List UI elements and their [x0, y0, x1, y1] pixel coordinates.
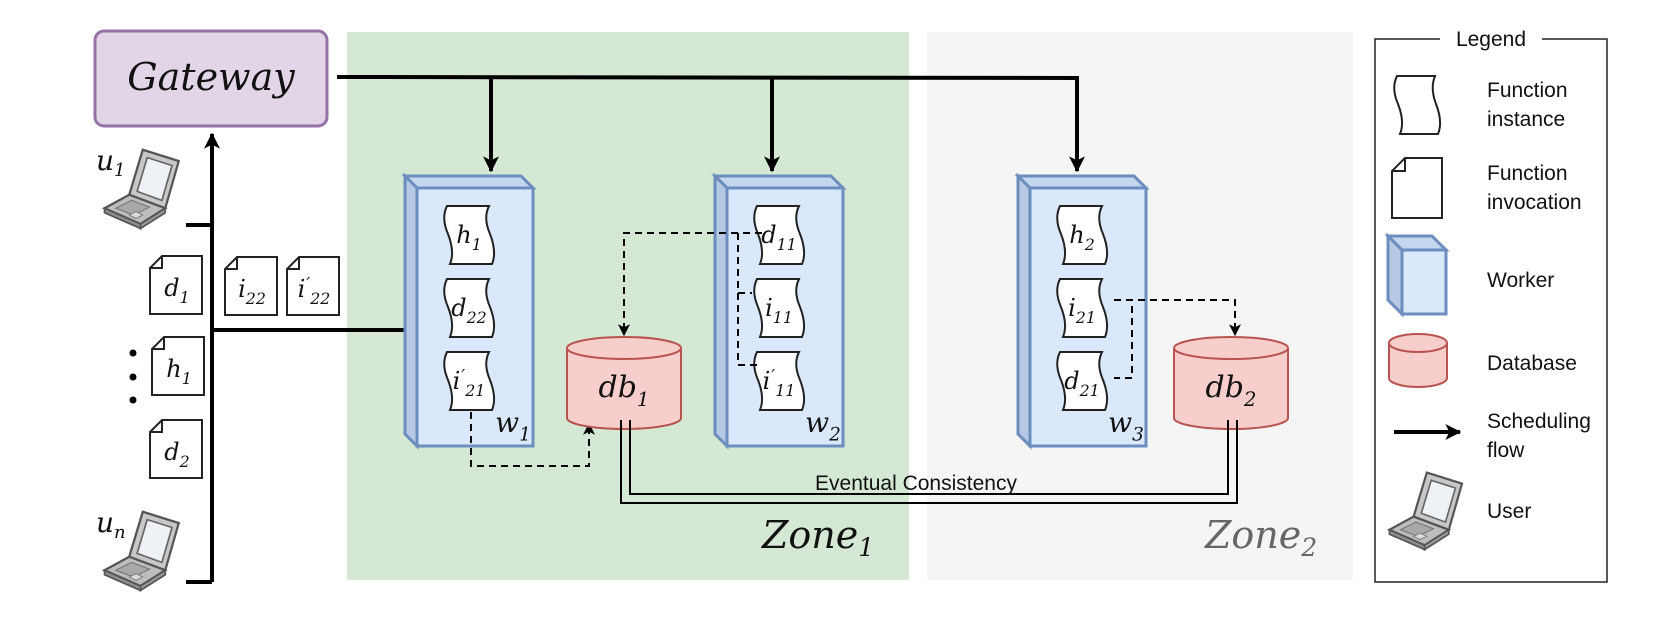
link-w2-internal	[737, 233, 758, 366]
svg-text:User: User	[1487, 500, 1531, 523]
link-d11-db1	[618, 232, 762, 337]
legend-user: User	[1388, 471, 1531, 551]
eventual-consistency-link	[620, 420, 1238, 504]
function-instance-label: h1	[456, 221, 482, 254]
function-instance: h2	[1056, 205, 1109, 265]
database-db1: db1	[566, 336, 682, 430]
function-instance-icon	[1393, 75, 1442, 135]
gateway-label: Gateway	[127, 55, 295, 99]
gateway-node: Gateway	[93, 29, 329, 128]
invocation-label: i′22	[298, 275, 331, 308]
databases: db1 db2	[566, 336, 1289, 430]
pending-invocation: i′22	[286, 256, 340, 316]
invocation-label: h1	[166, 355, 192, 388]
function-instance-label: i′21	[453, 367, 486, 400]
function-instance-label: i11	[765, 294, 793, 327]
function-instance: i21	[1056, 278, 1109, 338]
worker-label: w2	[805, 406, 841, 445]
user-1-label: u1	[96, 144, 126, 181]
worker-w1: h1 d22 i′21 w1	[401, 172, 537, 450]
pending-invocations: i22 i′22	[224, 256, 340, 316]
function-instance: d22	[443, 278, 496, 338]
function-invocation-icon	[1391, 157, 1443, 219]
invocation-h1: h1	[151, 336, 205, 396]
eventual-consistency-label: Eventual Consistency	[815, 472, 1017, 495]
database-label: db2	[1205, 370, 1256, 411]
function-instance-label: d21	[1064, 367, 1100, 400]
worker-w2: d11 i11 i′11 w2	[711, 172, 847, 450]
db-access-links	[470, 232, 1241, 467]
svg-text:Worker: Worker	[1487, 269, 1554, 292]
link-i21-db2	[1114, 299, 1241, 337]
function-instance: d11	[753, 205, 806, 265]
link-i21prime-db1	[470, 412, 595, 467]
invocation-queue: d1 h1 d2	[149, 255, 205, 479]
legend-database: Database	[1388, 333, 1577, 388]
pending-invocation: i22	[224, 256, 278, 316]
invocation-label: d1	[164, 274, 189, 307]
function-instance: i′11	[753, 351, 806, 411]
legend-border	[1374, 38, 1608, 583]
database-label: db1	[598, 370, 649, 411]
user-n: un	[96, 506, 180, 592]
invocation-label: d2	[164, 438, 189, 471]
function-instance-label: i21	[1068, 294, 1096, 327]
function-instance: i′21	[443, 351, 496, 411]
invocation-d2: d2	[149, 419, 203, 479]
invocation-d1: d1	[149, 255, 203, 315]
zone-2-label: Zone2	[1204, 513, 1317, 562]
user-n-label: un	[96, 506, 126, 543]
legend-title: Legend	[1456, 28, 1526, 51]
database-db2: db2	[1173, 336, 1289, 430]
worker-label: w1	[495, 406, 531, 445]
zone-1-label: Zone1	[761, 513, 874, 562]
function-instance: d21	[1056, 351, 1109, 411]
ellipsis-dots	[129, 349, 137, 404]
gateway-box	[93, 29, 329, 128]
worker-label: w3	[1108, 406, 1144, 445]
database-icon	[1388, 343, 1448, 388]
user-bus	[186, 132, 440, 584]
legend-worker: Worker	[1384, 232, 1554, 318]
invocation-label: i22	[238, 275, 266, 308]
function-instance-label: i′11	[763, 367, 796, 400]
svg-text:Database: Database	[1487, 352, 1577, 375]
function-instance-label: h2	[1069, 221, 1095, 254]
user-1: u1	[96, 144, 180, 230]
function-instance: h1	[443, 205, 496, 265]
scheduling-flow	[336, 75, 1085, 173]
function-instance-label: d22	[451, 294, 487, 327]
gateway-to-workers-line	[336, 75, 1085, 173]
function-instance: i11	[753, 278, 806, 338]
laptop-icon	[1388, 471, 1464, 551]
function-instance-label: d11	[761, 221, 797, 254]
